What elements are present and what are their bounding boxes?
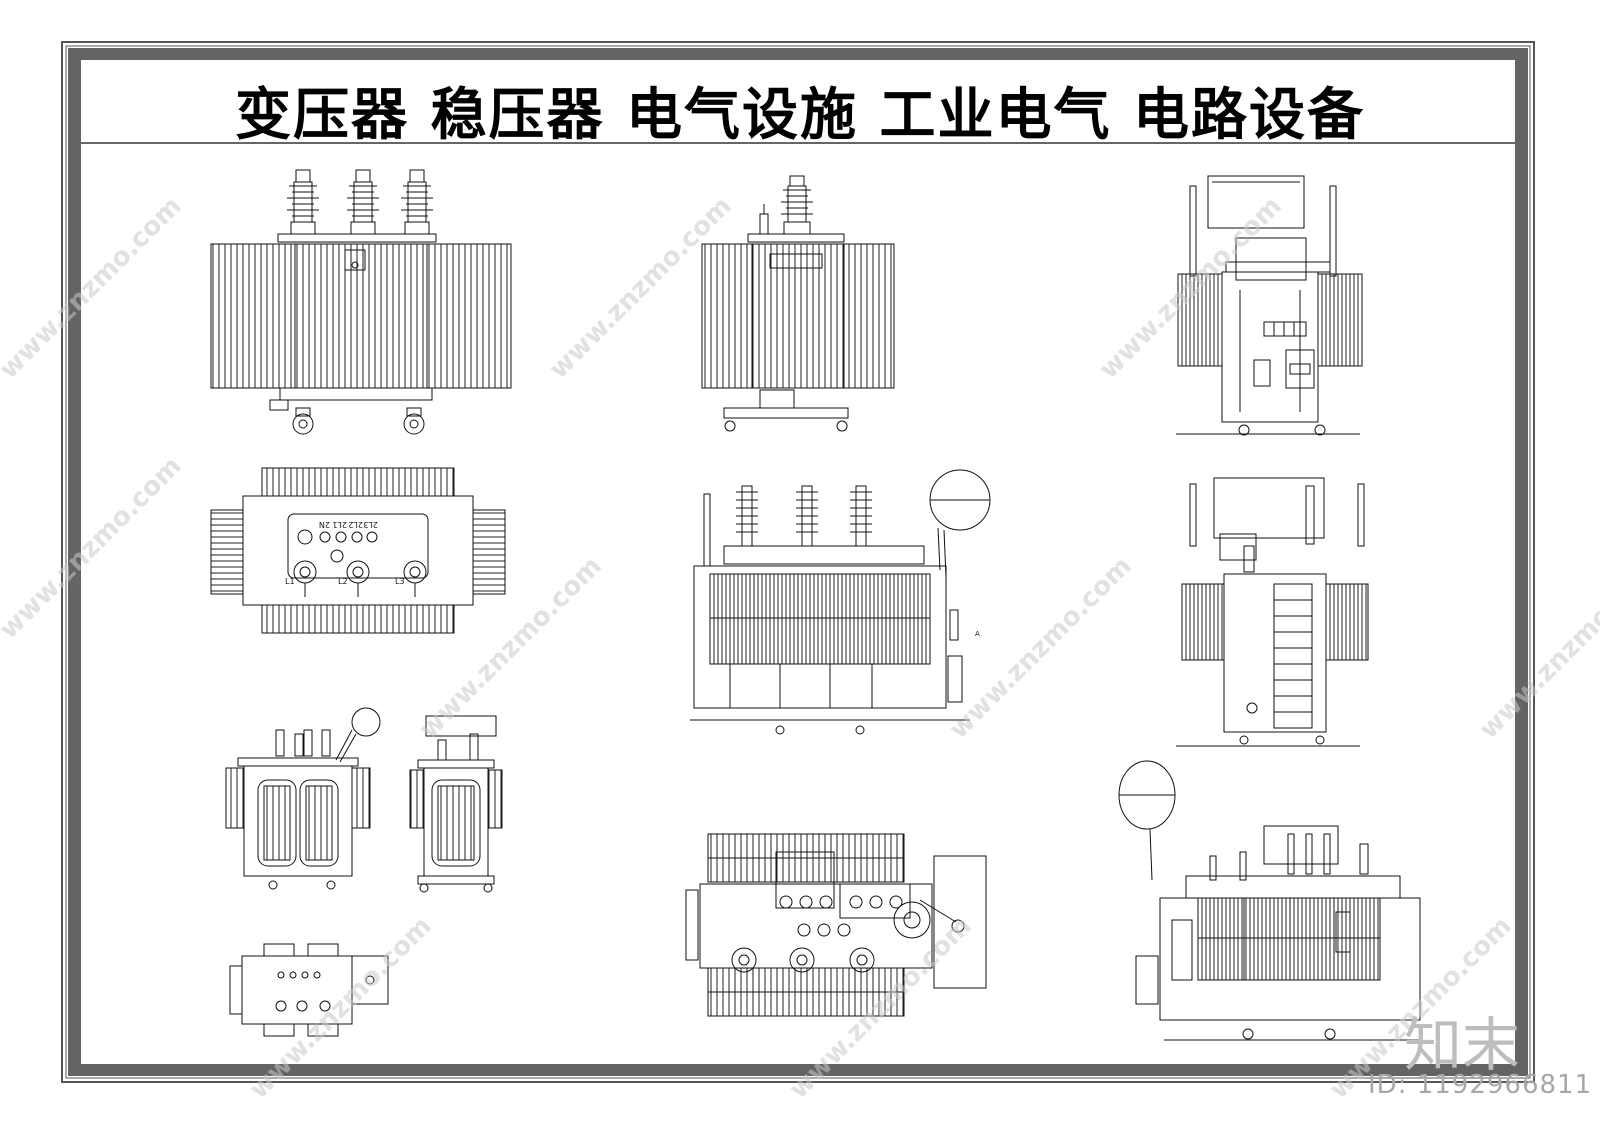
marker-label-a: A	[975, 630, 980, 638]
power-transformer-front	[1176, 175, 1363, 436]
bushing-3	[401, 169, 433, 235]
terminal-label-2l2: 2L2	[348, 520, 363, 529]
terminal-label-2n: 2N	[319, 520, 330, 529]
large-transformer-elevation	[690, 469, 991, 735]
transformer-front-view	[210, 169, 512, 435]
terminal-label-2l3: 2L3	[363, 520, 378, 529]
small-transformer-views	[225, 707, 503, 1037]
terminal-label-2l1: 2L1	[332, 520, 347, 529]
power-transformer-elevation	[1118, 760, 1421, 1041]
terminal-labels: 2N 2L1 2L2 2L3 L1 L2 L3	[285, 520, 405, 586]
transformer-side-view	[701, 175, 895, 432]
phase-label-l3: L3	[395, 577, 405, 586]
transformer-top-plan	[210, 467, 506, 634]
bushing-1	[287, 169, 319, 235]
large-transformer-plan	[685, 833, 987, 1017]
power-transformer-side	[1176, 477, 1369, 747]
corner-logo: 知末	[1404, 1011, 1521, 1079]
page-title: 变压器 稳压器 电气设施 工业电气 电路设备	[235, 83, 1365, 148]
phase-label-l2: L2	[338, 577, 348, 586]
phase-label-l1: L1	[285, 577, 295, 586]
image-id-label: ID: 1192966811	[1368, 1070, 1593, 1100]
